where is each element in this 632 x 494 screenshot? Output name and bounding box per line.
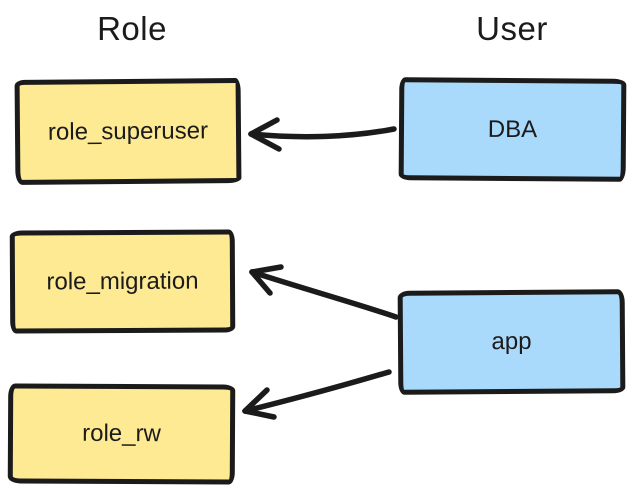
column-header-role: Role	[97, 10, 167, 47]
user-node-dba-label: DBA	[487, 115, 538, 143]
role-node-migration: role_migration	[9, 229, 236, 334]
column-header-user: User	[476, 10, 548, 47]
user-node-dba: DBA	[398, 77, 627, 182]
role-node-superuser: role_superuser	[14, 78, 242, 185]
user-node-app-label: app	[491, 327, 532, 356]
user-node-app: app	[397, 289, 626, 395]
arrow-app-to-role-rw	[242, 369, 392, 420]
arrow-dba-to-role-superuser	[248, 117, 397, 152]
role-node-rw: role_rw	[7, 383, 236, 485]
role-node-superuser-label: role_superuser	[47, 116, 209, 146]
arrow-app-to-role-migration	[249, 264, 399, 320]
role-node-migration-label: role_migration	[46, 267, 199, 295]
role-node-rw-label: role_rw	[82, 419, 161, 448]
